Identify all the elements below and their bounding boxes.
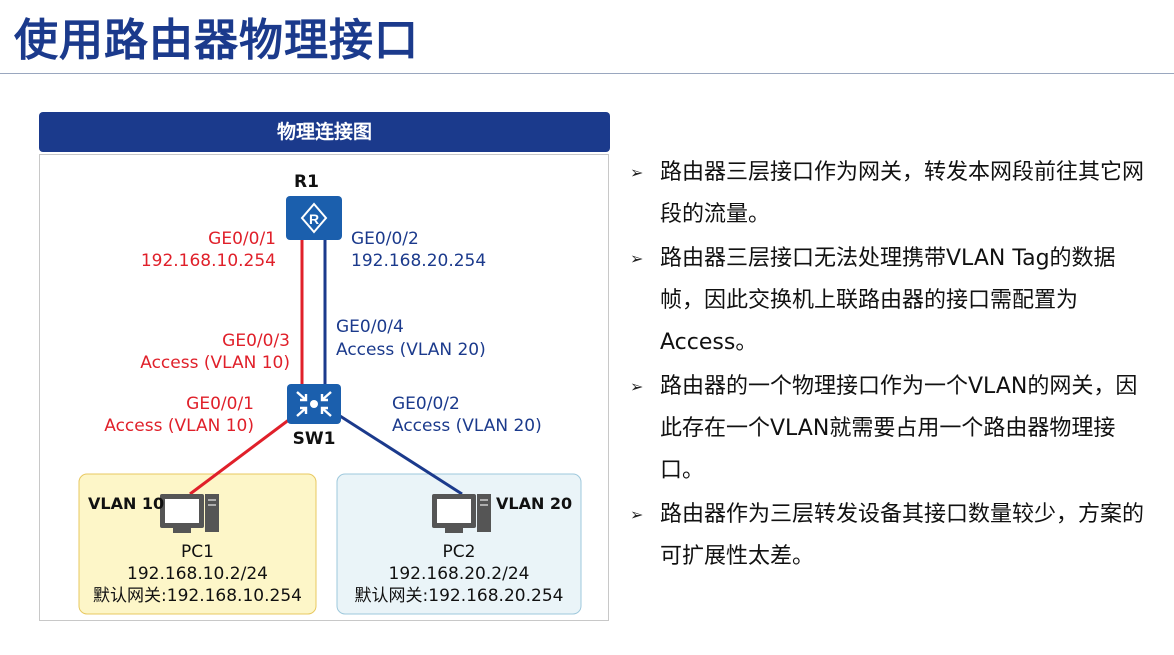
arrow-icon: ➢ (630, 249, 644, 268)
switch-icon (287, 384, 341, 424)
arrow-icon: ➢ (630, 505, 644, 524)
r1-ge001-port: GE0/0/1 (208, 229, 276, 249)
link-sw1-ge001-pc1 (189, 414, 295, 496)
diagram-header: 物理连接图 (39, 112, 610, 152)
vlan10-label: VLAN 10 (88, 494, 165, 513)
pc-icon (160, 494, 219, 533)
bullet-text: 路由器三层接口无法处理携带VLAN Tag的数据帧，因此交换机上联路由器的接口需… (660, 246, 1116, 355)
diagram-frame (39, 154, 609, 621)
title-divider (0, 73, 1174, 74)
page-title: 使用路由器物理接口 (14, 15, 419, 66)
pc1-ip: 192.168.10.2/24 (127, 564, 268, 584)
sw1-ge002-port: GE0/0/2 (392, 394, 460, 414)
r1-ge002-ip: 192.168.20.254 (351, 251, 487, 271)
bullet-text: 路由器三层接口作为网关，转发本网段前往其它网段的流量。 (660, 160, 1145, 227)
sw1-ge003-mode: Access (VLAN 10) (140, 353, 290, 373)
sw1-ge004-mode: Access (VLAN 20) (336, 340, 486, 360)
router-label: R1 (294, 172, 319, 192)
bullet-item: ➢ 路由器的一个物理接口作为一个VLAN的网关，因此存在一个VLAN就需要占用一… (630, 366, 1150, 492)
pc2-name: PC2 (442, 542, 476, 562)
bullet-text: 路由器作为三层转发设备其接口数量较少，方案的可扩展性太差。 (660, 502, 1145, 569)
r1-ge002-port: GE0/0/2 (351, 229, 419, 249)
pc1-name: PC1 (181, 542, 214, 562)
arrow-icon: ➢ (630, 377, 644, 396)
sw1-ge002-mode: Access (VLAN 20) (392, 416, 542, 436)
sw1-ge003-port: GE0/0/3 (222, 331, 290, 351)
svg-text:R: R (309, 211, 319, 227)
bullet-list: ➢ 路由器三层接口作为网关，转发本网段前往其它网段的流量。 ➢ 路由器三层接口无… (630, 152, 1150, 580)
vlan20-zone (336, 473, 582, 615)
pc2-ip: 192.168.20.2/24 (388, 564, 530, 584)
arrow-icon: ➢ (630, 163, 644, 182)
link-sw1-ge002-pc2 (339, 414, 463, 496)
bullet-item: ➢ 路由器作为三层转发设备其接口数量较少，方案的可扩展性太差。 (630, 494, 1150, 578)
pc-icon (432, 494, 491, 533)
vlan10-zone (78, 473, 317, 615)
router-icon: R (286, 196, 342, 240)
bullet-item: ➢ 路由器三层接口无法处理携带VLAN Tag的数据帧，因此交换机上联路由器的接… (630, 238, 1150, 364)
pc2-gateway: 默认网关:192.168.20.254 (354, 586, 564, 606)
r1-ge001-ip: 192.168.10.254 (140, 251, 276, 271)
sw1-ge001-mode: Access (VLAN 10) (104, 416, 254, 436)
bullet-item: ➢ 路由器三层接口作为网关，转发本网段前往其它网段的流量。 (630, 152, 1150, 236)
pc1-gateway: 默认网关:192.168.10.254 (93, 586, 302, 606)
vlan20-label: VLAN 20 (496, 494, 573, 513)
switch-label: SW1 (292, 429, 336, 449)
sw1-ge001-port: GE0/0/1 (186, 394, 254, 414)
bullet-text: 路由器的一个物理接口作为一个VLAN的网关，因此存在一个VLAN就需要占用一个路… (660, 374, 1138, 483)
sw1-ge004-port: GE0/0/4 (336, 317, 404, 337)
